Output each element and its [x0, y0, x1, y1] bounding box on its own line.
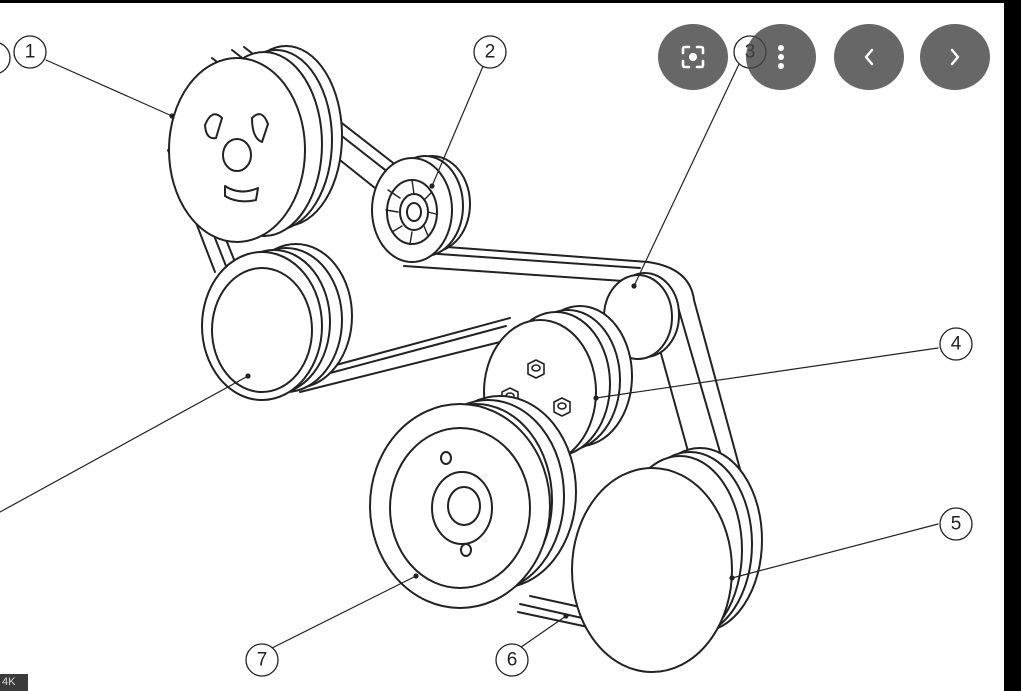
lens-icon [681, 45, 705, 69]
pulley-left-lower [201, 243, 353, 401]
pulley-5 [571, 447, 763, 673]
chevron-left-icon [864, 48, 874, 66]
callout-circle-6 [495, 643, 529, 677]
belt-diagram-panel: 1 2 3 4 5 6 7 [0, 3, 1004, 691]
pulley-1 [168, 45, 343, 243]
callout-circle-5 [939, 507, 973, 541]
callout-circle-7 [245, 643, 279, 677]
leader-lines [0, 59, 939, 653]
leader-dots [169, 113, 735, 619]
callout-label-4: 4 [951, 334, 962, 355]
resolution-badge: 4K [0, 674, 28, 691]
callout-label-1: 1 [25, 42, 36, 63]
pulley-7 [369, 395, 577, 609]
previous-image-button[interactable] [834, 24, 904, 90]
callout-circle-2 [473, 35, 507, 69]
callout-circle-4 [939, 327, 973, 361]
vertical-dots-icon [778, 45, 784, 69]
callout-circle-partial [0, 42, 11, 74]
more-options-button[interactable] [746, 24, 816, 90]
callout-label-2: 2 [485, 42, 496, 63]
callout-label-5: 5 [951, 514, 962, 535]
callout-label-6: 6 [507, 650, 518, 671]
lens-search-button[interactable] [658, 24, 728, 90]
next-image-button[interactable] [920, 24, 990, 90]
chevron-right-icon [950, 48, 960, 66]
idler-pulley-2 [371, 155, 471, 263]
callout-circle-1 [13, 35, 47, 69]
serpentine-belt-diagram: 1 2 3 4 5 6 7 [0, 35, 973, 677]
callout-label-7: 7 [257, 650, 268, 671]
